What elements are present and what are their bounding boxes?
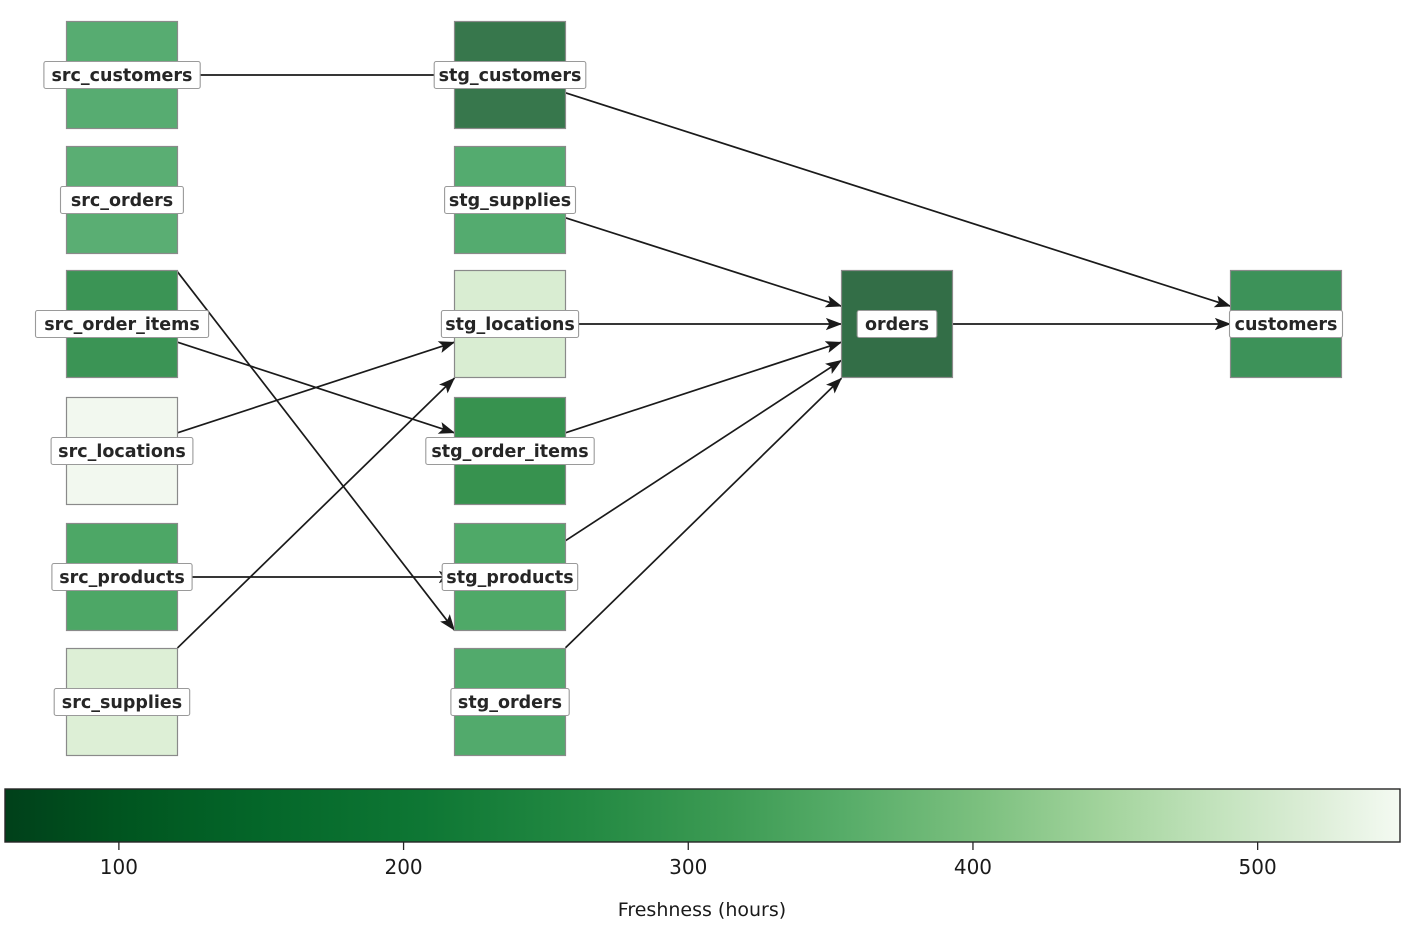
node-stg_products[interactable]: stg_products — [441, 522, 579, 632]
colorbar-tick-label-300: 300 — [669, 855, 707, 879]
node-src_products[interactable]: src_products — [51, 522, 193, 632]
node-label-bg-src_customers — [43, 60, 201, 90]
node-label-bg-customers — [1228, 309, 1344, 339]
edges-layer — [176, 74, 1232, 649]
colorbar-frame — [4, 788, 1401, 843]
node-label-bg-stg_order_items — [425, 436, 595, 466]
edge-src_orders-to-stg_orders — [176, 271, 456, 631]
edge-stg_supplies-to-orders — [565, 216, 843, 308]
node-customers[interactable]: customers — [1228, 269, 1344, 379]
colorbar-gradient — [5, 789, 1400, 842]
node-label-customers: customers — [1235, 315, 1338, 335]
node-label-stg_order_items: stg_order_items — [431, 442, 588, 462]
node-orders[interactable]: orders — [840, 269, 954, 379]
node-label-bg-src_orders — [59, 185, 184, 215]
node-label-src_orders: src_orders — [71, 191, 173, 211]
colorbar-tick-label-500: 500 — [1239, 855, 1277, 879]
colorbar-axis-label: Freshness (hours) — [618, 899, 786, 921]
node-label-bg-orders — [856, 309, 938, 339]
node-label-bg-stg_products — [441, 562, 579, 592]
node-stg_customers[interactable]: stg_customers — [433, 20, 587, 130]
node-src_customers[interactable]: src_customers — [43, 20, 201, 130]
node-label-bg-src_supplies — [53, 687, 191, 717]
node-src_orders[interactable]: src_orders — [59, 145, 184, 255]
edge-stg_customers-to-customers — [565, 92, 1232, 308]
node-label-src_supplies: src_supplies — [62, 693, 182, 713]
node-label-bg-src_products — [51, 562, 193, 592]
node-label-src_customers: src_customers — [52, 66, 193, 86]
node-stg_locations[interactable]: stg_locations — [440, 269, 580, 379]
node-label-bg-stg_locations — [440, 309, 580, 339]
colorbar-tick-label-200: 200 — [384, 855, 422, 879]
edge-src_locations-to-stg_locations — [177, 341, 456, 434]
edge-src_supplies-to-stg_locations — [176, 377, 456, 649]
node-src_locations[interactable]: src_locations — [50, 396, 194, 506]
node-label-stg_orders: stg_orders — [458, 693, 562, 713]
edge-stg_products-to-orders — [565, 359, 843, 542]
node-label-stg_products: stg_products — [446, 568, 573, 588]
edge-stg_order_items-to-orders — [565, 341, 843, 434]
node-src_supplies[interactable]: src_supplies — [53, 647, 191, 757]
node-stg_supplies[interactable]: stg_supplies — [444, 145, 577, 255]
node-label-bg-src_order_items — [34, 309, 210, 339]
node-label-bg-stg_customers — [433, 60, 587, 90]
node-stg_orders[interactable]: stg_orders — [450, 647, 570, 757]
node-label-bg-stg_orders — [450, 687, 570, 717]
node-label-src_locations: src_locations — [58, 442, 186, 462]
nodes-layer: src_customers src_orders src_order_itemssr… — [34, 20, 1344, 757]
colorbar-tick-label-400: 400 — [954, 855, 992, 879]
node-label-stg_customers: stg_customers — [439, 66, 582, 86]
node-label-bg-src_locations — [50, 436, 194, 466]
edge-stg_orders-to-orders — [564, 377, 843, 649]
node-stg_order_items[interactable]: stg_order_items — [425, 396, 595, 506]
node-label-orders: orders — [865, 315, 929, 335]
node-label-src_order_items: src_order_items — [44, 315, 199, 335]
node-src_order_items[interactable]: src_order_items — [34, 269, 210, 379]
colorbar-ticks: 100 200 300 400 500 — [100, 842, 1277, 879]
node-label-stg_supplies: stg_supplies — [449, 191, 571, 211]
colorbar-tick-label-100: 100 — [100, 855, 138, 879]
node-label-stg_locations: stg_locations — [445, 315, 575, 335]
colorbar: 100 200 300 400 500 Freshness (hours) — [4, 788, 1401, 921]
node-label-src_products: src_products — [59, 568, 185, 588]
node-label-bg-stg_supplies — [444, 185, 577, 215]
